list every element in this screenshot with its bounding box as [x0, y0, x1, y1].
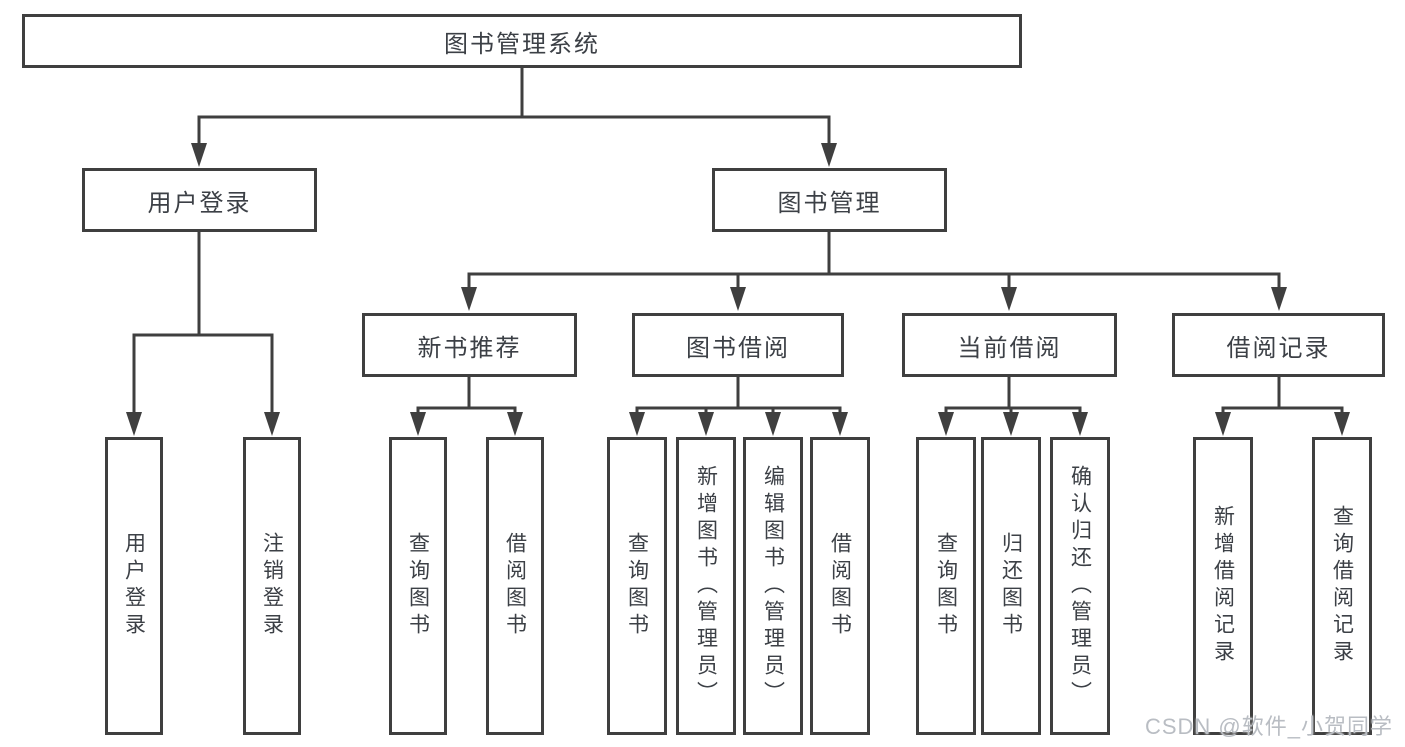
leaf-label: 确认归还（管理员） [1068, 464, 1092, 708]
leaf-label: 新增图书（管理员） [694, 464, 718, 708]
leaf-label: 查询图书 [934, 532, 958, 640]
node-label: 图书管理 [777, 189, 882, 217]
leaf-query-borrowing-record: 查询借阅记录 [1312, 437, 1372, 735]
leaf-label: 注销登录 [260, 532, 284, 640]
leaf-label: 用户登录 [122, 532, 146, 640]
node-label: 当前借阅 [957, 334, 1062, 362]
node-current-borrowing: 当前借阅 [902, 313, 1117, 377]
leaf-add-books-admin: 新增图书（管理员） [676, 437, 736, 735]
leaf-label: 查询图书 [625, 532, 649, 640]
node-label: 图书管理系统 [444, 30, 600, 58]
leaf-borrow-books-recommend: 借阅图书 [486, 437, 544, 735]
node-label: 图书借阅 [686, 334, 790, 362]
leaf-edit-books-admin: 编辑图书（管理员） [743, 437, 803, 735]
leaf-add-borrowing-record: 新增借阅记录 [1193, 437, 1253, 735]
leaf-label: 查询借阅记录 [1330, 505, 1354, 667]
leaf-logout-login: 注销登录 [243, 437, 301, 735]
leaf-query-books-recommend: 查询图书 [389, 437, 447, 735]
node-user-login: 用户登录 [82, 168, 317, 232]
leaf-label: 查询图书 [406, 532, 430, 640]
node-label: 新书推荐 [417, 334, 522, 362]
node-book-management-system: 图书管理系统 [22, 14, 1022, 68]
leaf-label: 编辑图书（管理员） [761, 464, 785, 708]
node-new-book-recommendation: 新书推荐 [362, 313, 577, 377]
leaf-query-books-borrowing: 查询图书 [607, 437, 667, 735]
leaf-label: 归还图书 [999, 532, 1023, 640]
leaf-borrow-books-borrowing: 借阅图书 [810, 437, 870, 735]
node-label: 借阅记录 [1226, 334, 1331, 362]
node-label: 用户登录 [147, 189, 252, 217]
leaf-label: 新增借阅记录 [1211, 505, 1235, 667]
leaf-label: 借阅图书 [828, 532, 852, 640]
csdn-watermark: CSDN @软件_小贺同学 [1144, 714, 1393, 739]
node-book-borrowing: 图书借阅 [632, 313, 844, 377]
node-borrowing-records: 借阅记录 [1172, 313, 1385, 377]
leaf-return-books: 归还图书 [981, 437, 1041, 735]
leaf-query-books-current: 查询图书 [916, 437, 976, 735]
leaf-label: 借阅图书 [503, 532, 527, 640]
node-book-management: 图书管理 [712, 168, 947, 232]
leaf-user-login: 用户登录 [105, 437, 163, 735]
leaf-confirm-return-admin: 确认归还（管理员） [1050, 437, 1110, 735]
